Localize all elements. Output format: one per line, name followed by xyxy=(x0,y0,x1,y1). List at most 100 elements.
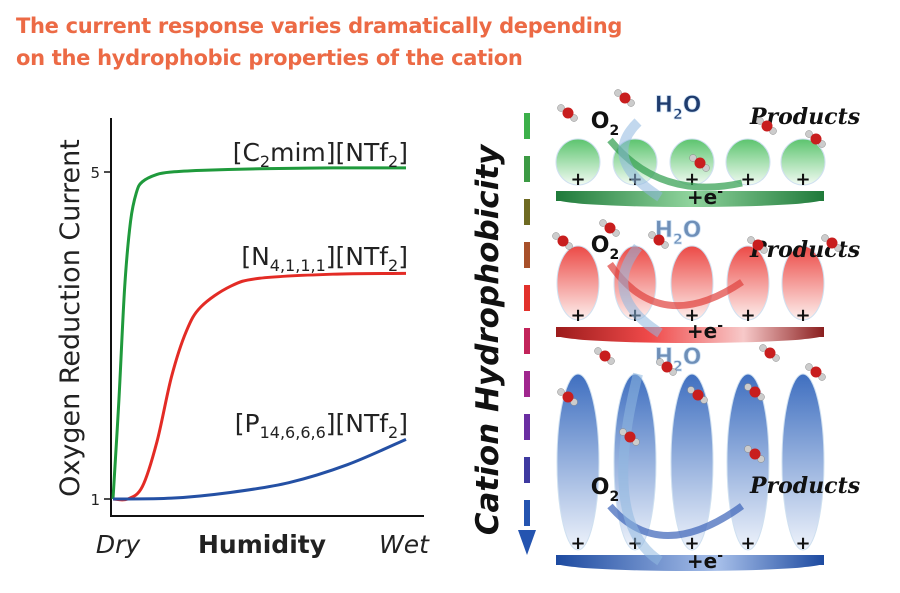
o2-label: O2 xyxy=(591,233,619,263)
hydrophobicity-dash xyxy=(524,285,530,311)
hydrophobicity-dash xyxy=(524,199,530,225)
cation xyxy=(725,138,771,186)
h2o-arrow xyxy=(618,243,663,338)
water-molecule-icon xyxy=(619,428,640,446)
electron-text: +e xyxy=(687,185,717,209)
o2-text: O xyxy=(591,233,610,258)
water-molecule-icon xyxy=(744,445,765,463)
water-molecule-icon xyxy=(756,117,777,135)
cation-charge: + xyxy=(570,533,585,554)
series-label-part: mim][NTf xyxy=(270,138,389,167)
h2o-part: H xyxy=(655,93,673,118)
h2o-part: 2 xyxy=(673,232,683,248)
water-molecule-icon xyxy=(557,388,578,406)
o2-text: O xyxy=(591,475,610,500)
water-molecule-icon xyxy=(747,236,768,254)
h2o-part: O xyxy=(683,218,702,243)
x-axis-label: Humidity xyxy=(198,530,326,559)
electron-text: +e xyxy=(687,319,717,343)
water-molecule-icon xyxy=(614,89,635,107)
h2o-arrow xyxy=(618,372,663,566)
series-label-part: 4,1,1,1 xyxy=(270,256,326,275)
hydrophobicity-dash xyxy=(524,371,530,397)
electron-sup: - xyxy=(717,548,723,564)
cation-charge: + xyxy=(795,169,810,190)
products-label: Products xyxy=(749,473,860,499)
y-tick-label: 1 xyxy=(90,491,100,509)
cation xyxy=(781,245,825,321)
cation xyxy=(555,138,601,186)
cation xyxy=(556,373,600,551)
h2o-part: 2 xyxy=(673,107,683,123)
series-label-part: ] xyxy=(398,409,408,438)
electrode-plate-top xyxy=(556,191,824,201)
water-molecule-icon xyxy=(599,219,620,237)
hydrophobicity-dash xyxy=(524,414,530,440)
cation-charge: + xyxy=(740,533,755,554)
o2-sub: 2 xyxy=(609,247,619,263)
series-label-0: [C2mim][NTf2] xyxy=(233,138,408,171)
x-tick-wet: Wet xyxy=(379,530,430,559)
hydrophobicity-dash xyxy=(524,500,530,526)
series-label-part: 14,6,6,6 xyxy=(260,423,326,442)
headline-line-2: on the hydrophobic properties of the cat… xyxy=(16,46,523,70)
y-axis-label: Oxygen Reduction Current xyxy=(55,139,86,497)
hydrophobicity-dash xyxy=(524,457,530,483)
water-molecule-icon xyxy=(821,234,842,252)
cation xyxy=(556,245,600,321)
water-molecule-icon xyxy=(656,358,677,376)
o2-label: O2 xyxy=(591,475,619,505)
electron-label: +e- xyxy=(687,184,723,209)
hydrophobicity-axis-label: Cation Hydrophobicity xyxy=(470,143,506,535)
series-line-2 xyxy=(112,437,407,501)
water-molecule-icon xyxy=(687,386,708,404)
series-label-part: 2 xyxy=(260,152,270,171)
h2o-label: H2O xyxy=(655,93,702,123)
line-chart: Oxygen Reduction Current Humidity Dry We… xyxy=(55,118,430,559)
electron-sup: - xyxy=(717,184,723,200)
electron-label: +e- xyxy=(687,548,723,573)
hydrophobicity-dash xyxy=(524,242,530,268)
series-label-part: 2 xyxy=(388,256,398,275)
series-label-1: [N4,1,1,1][NTf2] xyxy=(241,242,408,275)
series-label-part: [P xyxy=(235,409,260,438)
cation xyxy=(726,245,770,321)
electrode-plate-top xyxy=(556,555,824,565)
cation xyxy=(670,373,714,551)
water-molecule-icon xyxy=(552,232,573,250)
series-label-2: [P14,6,6,6][NTf2] xyxy=(235,409,408,442)
water-molecule-icon xyxy=(689,154,710,172)
h2o-arrow xyxy=(618,118,663,202)
hydrophobicity-dash xyxy=(524,156,530,182)
series-label-part: [C xyxy=(233,138,260,167)
h2o-label: H2O xyxy=(655,218,702,248)
cation xyxy=(780,138,826,186)
series-label-part: ][NTf xyxy=(326,409,389,438)
hydrophobicity-dash xyxy=(524,328,530,354)
o2-label: O2 xyxy=(591,109,619,139)
water-molecule-icon xyxy=(557,104,578,122)
cation xyxy=(781,373,825,551)
series-label-part: ] xyxy=(398,138,408,167)
water-molecule-icon xyxy=(594,347,615,365)
water-molecule-icon xyxy=(648,231,669,249)
series-line-1 xyxy=(112,271,407,502)
series-label-part: 2 xyxy=(388,423,398,442)
cation-charge: + xyxy=(795,533,810,554)
cation-charge: + xyxy=(740,169,755,190)
water-molecule-icon xyxy=(805,363,826,381)
h2o-part: O xyxy=(683,345,702,370)
o2-text: O xyxy=(591,109,610,134)
electron-sup: - xyxy=(717,318,723,334)
series-label-part: ][NTf xyxy=(326,242,389,271)
cation-charge: + xyxy=(684,305,699,326)
cation-charge: + xyxy=(740,305,755,326)
cation-charge: + xyxy=(570,169,585,190)
o2-sub: 2 xyxy=(609,123,619,139)
water-molecule-icon xyxy=(805,130,826,148)
cation-charge: + xyxy=(795,305,810,326)
